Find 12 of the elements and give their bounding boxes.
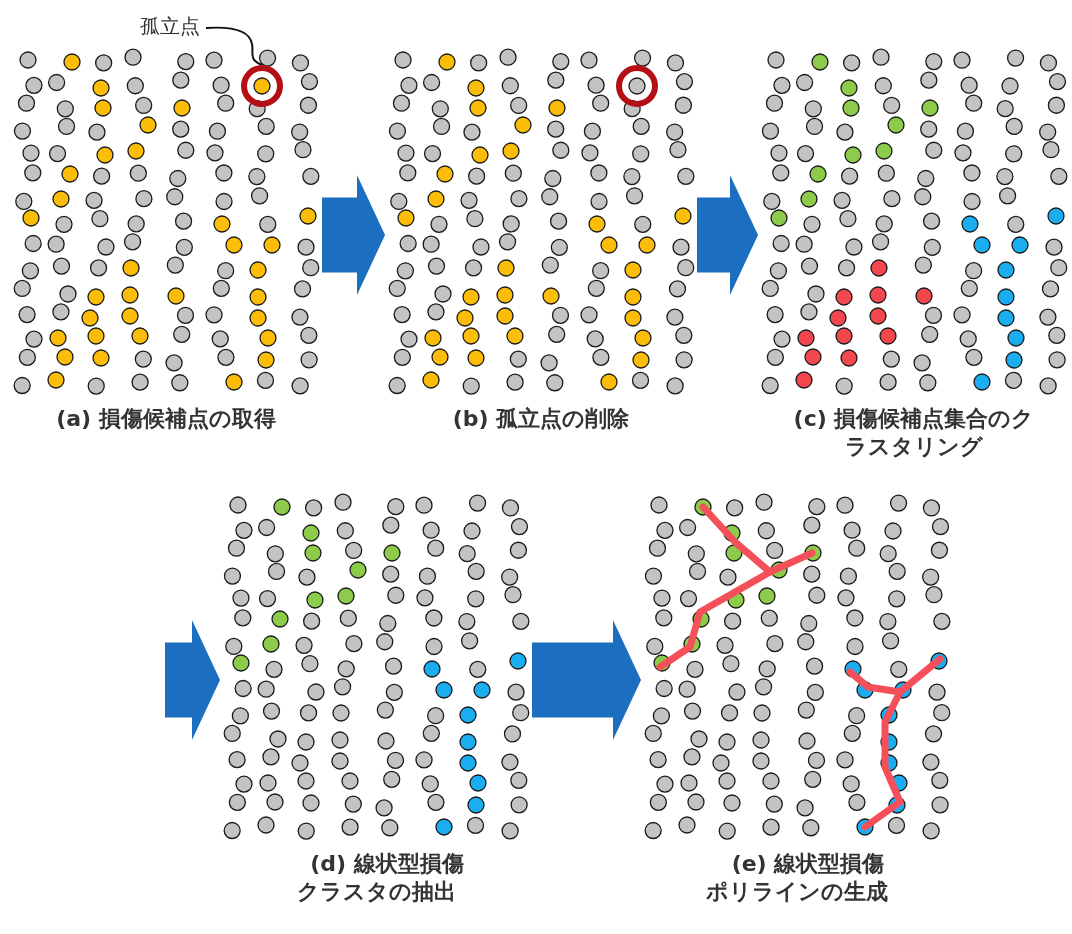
callout-label: 孤立点 [140, 14, 200, 38]
block-arrow [697, 175, 758, 295]
panel-caption: (a) 損傷候補点の取得 [55, 405, 277, 433]
panel-caption: (b) 孤立点の削除 [451, 405, 631, 433]
leader-line [205, 26, 263, 66]
panel-caption: (e) 線状型損傷ポリラインの生成 [705, 850, 889, 905]
block-arrow [165, 620, 220, 740]
block-arrow [322, 175, 385, 295]
highlight-ring [241, 65, 283, 107]
panel-caption: (c) 損傷候補点集合のクラスタリング [792, 405, 1036, 460]
panel-caption: (d) 線状型損傷クラスタの抽出 [295, 850, 465, 905]
block-arrow [532, 620, 641, 740]
